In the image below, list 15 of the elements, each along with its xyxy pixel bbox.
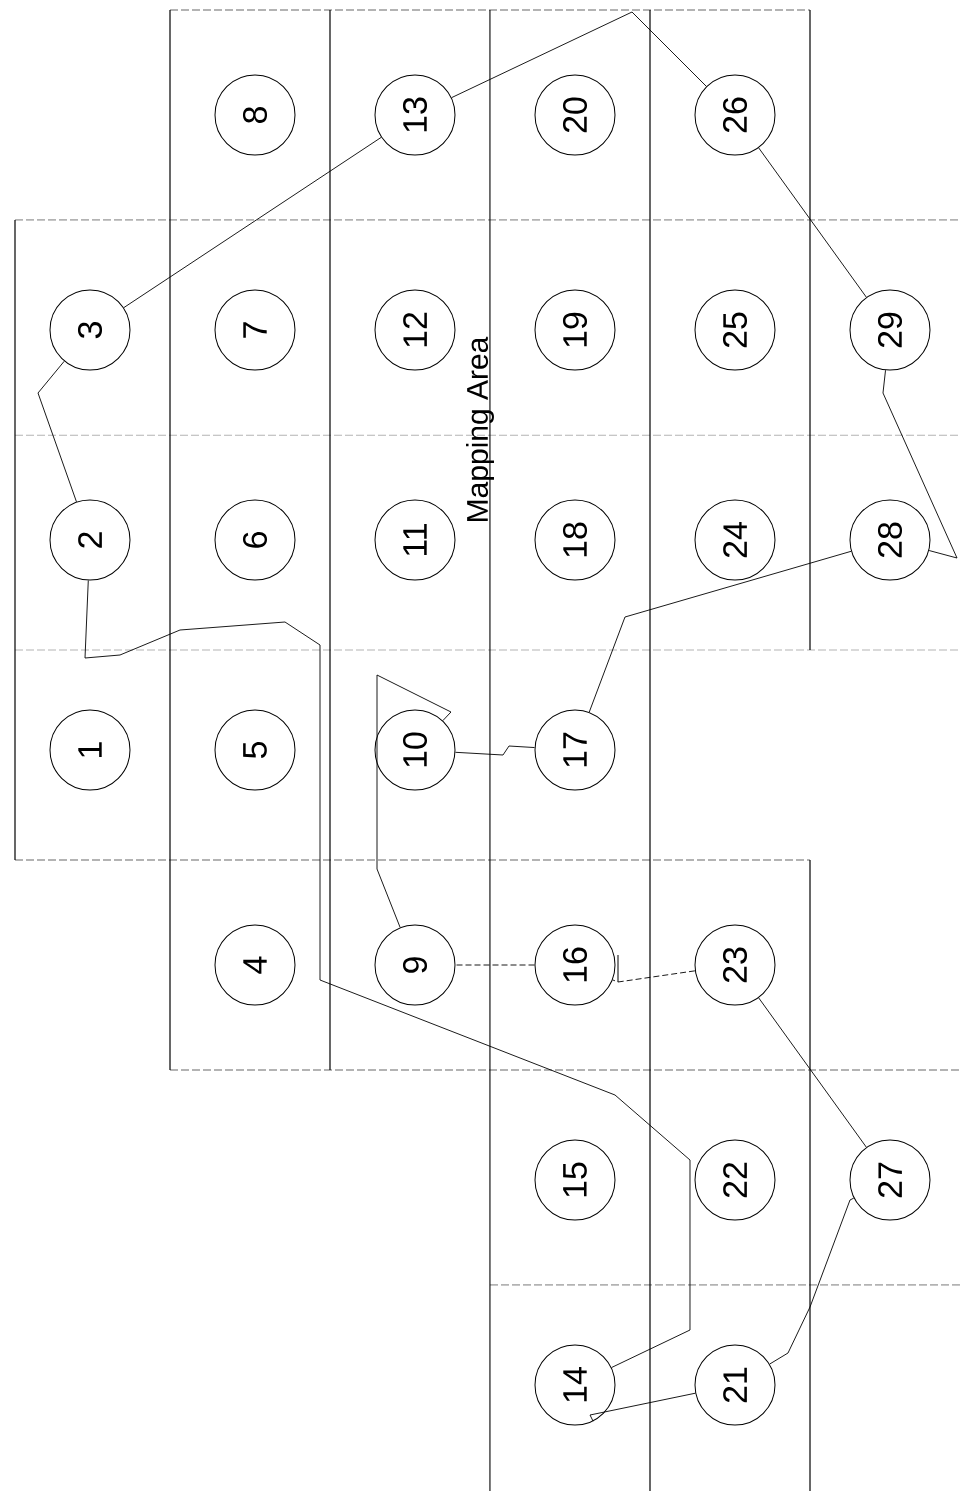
connector-line [455, 964, 535, 966]
connector-line [758, 997, 867, 1148]
connector-line [758, 147, 867, 298]
area-label: Mapping Area [466, 336, 494, 521]
connector-line [589, 1392, 696, 1422]
connector-line [588, 550, 852, 713]
connector-line [455, 745, 536, 756]
connector-line [376, 674, 452, 928]
connector-line [769, 1197, 855, 1365]
connector-line [882, 369, 958, 559]
connector-line [612, 970, 696, 983]
connector-line [84, 580, 691, 1368]
connector-line [451, 11, 707, 99]
connector-line [123, 136, 382, 309]
connector-line [37, 360, 77, 503]
